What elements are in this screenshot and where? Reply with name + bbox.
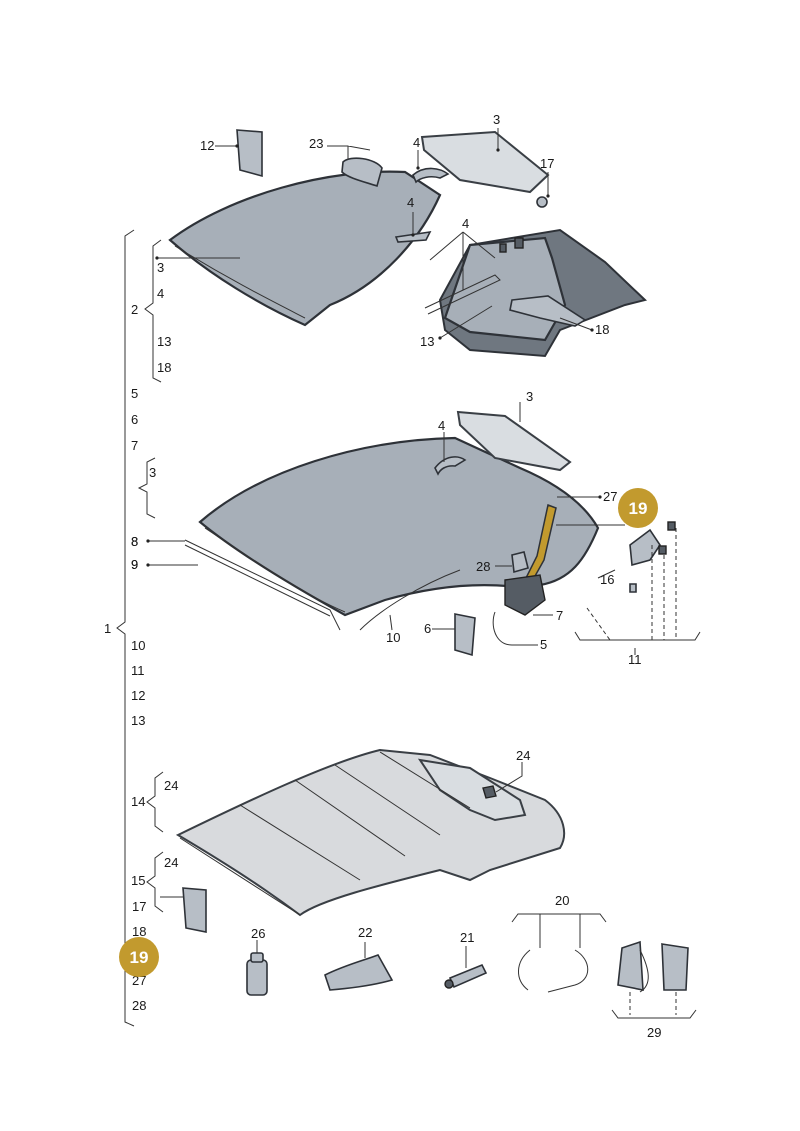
callout-11: 11 xyxy=(628,652,642,667)
callout-bottom-24: 24 xyxy=(516,748,530,763)
part-21-tube xyxy=(448,963,488,989)
index-item-24: 24 xyxy=(164,778,178,793)
callout-16: 16 xyxy=(600,572,614,587)
callout-3: 3 xyxy=(493,112,500,127)
index-item-17: 17 xyxy=(132,899,146,914)
part-29-cover-left xyxy=(617,940,644,991)
index-item-28: 28 xyxy=(132,998,146,1013)
top-assembly-hardtop: 12 23 3 17 4 4 4 18 13 xyxy=(158,112,648,358)
index-item-12: 12 xyxy=(131,688,145,703)
bottom-assembly-soft-top: 24 xyxy=(160,748,566,933)
callout-4-lower: 4 xyxy=(462,216,469,231)
index-item-5: 5 xyxy=(131,386,138,401)
index-item-19: 19 xyxy=(130,948,149,967)
callout-29: 29 xyxy=(647,1025,661,1040)
callout-7: 7 xyxy=(556,608,563,623)
callout-23: 23 xyxy=(309,136,323,151)
part-6-bracket xyxy=(454,613,476,657)
part-11-hinge xyxy=(629,528,661,567)
accessories-row: 26 22 21 20 29 xyxy=(246,893,697,1040)
rear-window-glass-mid xyxy=(456,410,572,472)
index-item-7: 7 xyxy=(131,438,138,453)
callout-5: 5 xyxy=(540,637,547,652)
part-29-cover-right xyxy=(661,943,689,991)
callout-22: 22 xyxy=(358,925,372,940)
callout-20: 20 xyxy=(555,893,569,908)
callout-17: 17 xyxy=(540,156,554,171)
callout-28: 28 xyxy=(476,559,490,574)
index-item-24b: 24 xyxy=(164,855,178,870)
callout-9: 9 xyxy=(131,557,138,572)
index-item-3: 3 xyxy=(157,260,164,275)
part-23-cap xyxy=(341,157,383,188)
rear-window-glass xyxy=(420,130,550,194)
index-item-4: 4 xyxy=(157,286,164,301)
index-item-2: 2 xyxy=(131,302,138,317)
index-item-8: 8 xyxy=(131,534,138,549)
part-12-bracket xyxy=(236,129,263,178)
roof-panel-mid xyxy=(198,436,600,617)
callout-13: 13 xyxy=(420,334,434,349)
index-item-10: 10 xyxy=(131,638,145,653)
callout-4-middle: 4 xyxy=(407,195,414,210)
index-item-18b: 18 xyxy=(132,924,146,939)
index-item-3b: 3 xyxy=(149,465,156,480)
part-22-sheet xyxy=(324,954,394,991)
index-item-9: 9 xyxy=(131,557,138,572)
index-item-15: 15 xyxy=(131,873,145,888)
callout-10: 10 xyxy=(386,630,400,645)
highlight-badge-19[interactable]: 19 xyxy=(618,488,658,528)
callout-12: 12 xyxy=(200,138,214,153)
callout-mid-3: 3 xyxy=(526,389,533,404)
callout-6: 6 xyxy=(424,621,431,636)
middle-assembly-roof-frame: 3 4 27 19 8 9 28 16 7 6 5 10 11 xyxy=(131,389,701,667)
callout-mid-4: 4 xyxy=(438,418,445,433)
index-item-13: 13 xyxy=(157,334,171,349)
motor-assembly xyxy=(504,574,546,616)
index-tree: 1 2 3 4 13 18 5 6 7 3 8 9 10 11 12 13 14… xyxy=(104,229,178,1027)
index-item-1: 1 xyxy=(104,621,111,636)
callout-26: 26 xyxy=(251,926,265,941)
callout-21: 21 xyxy=(460,930,474,945)
callout-8: 8 xyxy=(131,534,138,549)
index-item-13b: 13 xyxy=(131,713,145,728)
index-item-27: 27 xyxy=(132,973,146,988)
roof-panel xyxy=(168,170,442,327)
callout-18: 18 xyxy=(595,322,609,337)
callout-4-upper: 4 xyxy=(413,135,420,150)
callout-19: 19 xyxy=(629,499,648,518)
index-highlight-badge-19[interactable]: 19 xyxy=(119,937,159,977)
callout-27: 27 xyxy=(603,489,617,504)
index-item-14: 14 xyxy=(131,794,145,809)
index-item-11: 11 xyxy=(131,663,145,678)
index-item-6: 6 xyxy=(131,412,138,427)
index-item-18: 18 xyxy=(157,360,171,375)
part-26-bottle xyxy=(246,959,268,996)
